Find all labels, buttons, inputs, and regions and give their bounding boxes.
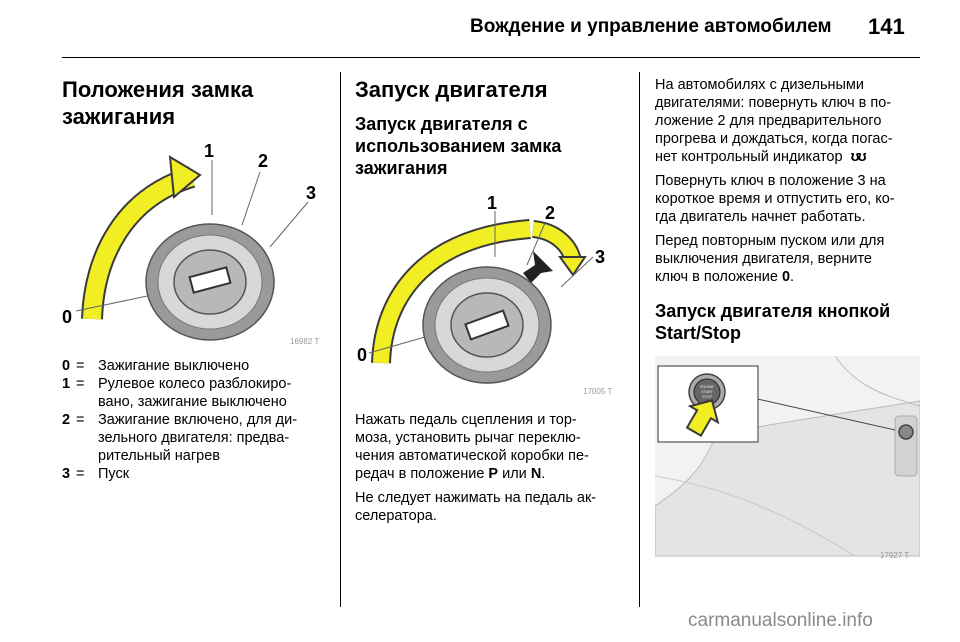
- start-stop-figure: ENGINE START STOP 17927 T: [655, 356, 920, 566]
- subsection-heading: Запуск двигателя с использованием замка …: [355, 114, 562, 178]
- legend-text: Рулевое колесо разблокиро-вано, зажигани…: [98, 376, 292, 410]
- legend-row: 3 = Пуск: [62, 465, 332, 483]
- press-arrow-icon: [685, 399, 720, 437]
- legend-equals: =: [76, 358, 85, 374]
- key-slot-icon: [188, 266, 232, 294]
- legend: 0 = Зажигание выключено 1 = Рулевое колесо ра…: [62, 357, 332, 483]
- middle-column: Запуск двигателя Запуск двигателя с испо…: [355, 76, 625, 525]
- right-column: На автомобилях с дизельными двигателями:…: [655, 76, 925, 566]
- engine-start-figure: 1 2 3 0 17005 T: [355, 187, 620, 399]
- paragraph: Повернуть ключ в положение 3 на короткое…: [655, 173, 895, 225]
- legend-equals: =: [76, 412, 85, 428]
- svg-text:STOP: STOP: [702, 395, 712, 399]
- key-slot-icon: [464, 309, 510, 341]
- legend-equals: =: [76, 466, 85, 482]
- figure-code: 17927 T: [880, 551, 910, 560]
- running-header: Вождение и управление автомобилем: [470, 16, 832, 37]
- rotation-arrow-icon: [168, 155, 202, 199]
- figure-code: 17005 T: [583, 387, 613, 396]
- svg-text:START: START: [701, 390, 713, 394]
- paragraph: Нажать педаль сцепления и тор- моза, уст…: [355, 412, 589, 482]
- legend-key: 0: [62, 358, 71, 374]
- ignition-start-illustration: 1 2 3 0: [357, 193, 605, 384]
- position-label: 1: [487, 193, 497, 213]
- ignition-positions-figure: 1 2 3 0 16982 T: [62, 137, 332, 349]
- position-label: 3: [595, 247, 605, 267]
- position-label: 2: [545, 203, 555, 223]
- watermark: carmanualsonline.info: [688, 610, 873, 631]
- figure-code: 16982 T: [290, 337, 320, 346]
- legend-key: 2: [62, 412, 71, 428]
- position-label: 2: [258, 151, 268, 171]
- legend-text: Пуск: [98, 466, 130, 482]
- legend-key: 1: [62, 376, 71, 392]
- column-divider-2: [639, 72, 640, 607]
- position-label: 1: [204, 141, 214, 161]
- legend-row: 2 = Зажигание включено, для ди-зельного дв…: [62, 411, 332, 465]
- column-divider-1: [340, 72, 341, 607]
- left-column: Положения замка зажигания 1 2 3 0 16982 …: [62, 76, 332, 483]
- legend-row: 0 = Зажигание выключено: [62, 357, 332, 375]
- ignition-lock-illustration: 1 2 3 0: [62, 141, 316, 341]
- position-label: 0: [62, 307, 72, 327]
- legend-text: Зажигание выключено: [98, 358, 250, 374]
- svg-text:ENGINE: ENGINE: [700, 385, 714, 389]
- paragraph: Не следует нажимать на педаль ак- селера…: [355, 490, 597, 524]
- legend-row: 1 = Рулевое колесо разблокиро-вано, зажига…: [62, 375, 332, 411]
- push-arrow-icon: [523, 251, 553, 283]
- legend-text: Зажигание включено, для ди-зельного двиг…: [98, 412, 298, 464]
- glow-plug-icon: ʊʊ: [850, 149, 867, 165]
- page-number: 141: [868, 14, 905, 39]
- position-label: 3: [306, 183, 316, 203]
- start-stop-illustration: ENGINE START STOP: [655, 356, 920, 557]
- section-heading: Положения замка зажигания: [62, 77, 254, 129]
- legend-equals: =: [76, 376, 85, 392]
- paragraph: Перед повторным пуском или для выключени…: [655, 233, 885, 285]
- subsection-heading: Запуск двигателя кнопкой Start/Stop: [655, 301, 891, 343]
- header-rule: [62, 57, 920, 58]
- legend-key: 3: [62, 466, 71, 482]
- section-heading: Запуск двигателя: [355, 77, 548, 102]
- position-label: 0: [357, 345, 367, 365]
- paragraph: На автомобилях с дизельными двигателями:…: [655, 77, 893, 165]
- rotation-arrow-icon: [558, 256, 587, 277]
